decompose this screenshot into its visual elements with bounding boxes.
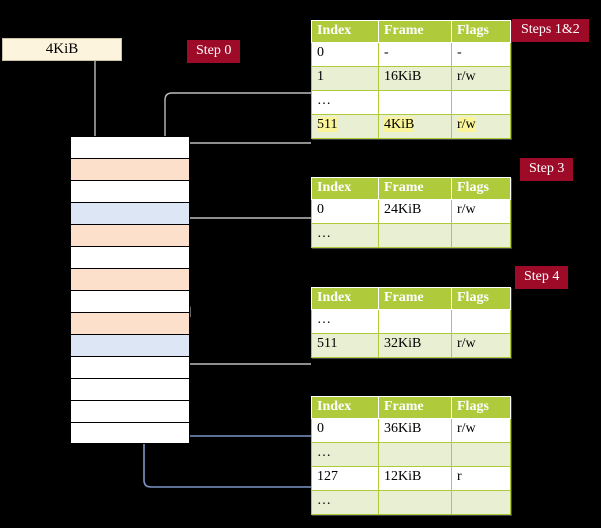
memory-frame-row — [70, 202, 190, 224]
memory-frame-row — [70, 312, 190, 334]
table-cell: … — [311, 90, 379, 115]
table-row: … — [311, 223, 511, 248]
memory-frame-row — [70, 290, 190, 312]
table-cell — [378, 309, 452, 334]
table-cell: … — [311, 442, 379, 467]
memory-frame-row — [70, 136, 190, 158]
frame-4kib-label: 4KiB — [45, 41, 79, 57]
table-cell — [378, 90, 452, 115]
step-badge-steps-1-2: Steps 1&2 — [512, 19, 589, 42]
table-cell: 36KiB — [378, 418, 452, 443]
table-cell: r — [451, 466, 511, 491]
column-header-flags: Flags — [451, 177, 511, 200]
table-cell: 511 — [311, 333, 379, 358]
table-cell: 0 — [311, 199, 379, 224]
column-header-frame: Frame — [378, 20, 452, 43]
step-badge-step-0: Step 0 — [187, 40, 241, 63]
table-row: … — [311, 490, 511, 515]
table-cell: 0 — [311, 42, 379, 67]
memory-frame-row — [70, 268, 190, 290]
memory-frame-row — [70, 180, 190, 202]
table-cell — [451, 442, 511, 467]
table-cell — [451, 309, 511, 334]
memory-frame-row — [70, 422, 190, 444]
column-header-index: Index — [311, 177, 379, 200]
column-header-index: Index — [311, 396, 379, 419]
table-cell — [451, 490, 511, 515]
table-row: 511 4KiB r/w — [311, 114, 511, 139]
column-header-flags: Flags — [451, 396, 511, 419]
table-cell: 511 — [311, 114, 379, 139]
memory-frame-row — [70, 224, 190, 246]
table-row: … — [311, 309, 511, 334]
table-cell: r/w — [451, 66, 511, 91]
memory-frame-row — [70, 378, 190, 400]
table-cell — [378, 223, 452, 248]
table-cell: 32KiB — [378, 333, 452, 358]
table-cell: … — [311, 309, 379, 334]
table-cell — [378, 442, 452, 467]
table-cell: r/w — [451, 199, 511, 224]
memory-row-tick — [56, 224, 69, 225]
highlighted-value: r/w — [457, 117, 476, 132]
table-cell: r/w — [451, 333, 511, 358]
step-badge-step-3: Step 3 — [520, 158, 574, 181]
table-cell: r/w — [451, 418, 511, 443]
table-row: … — [311, 90, 511, 115]
memory-frame-row — [70, 356, 190, 378]
table-cell: - — [451, 42, 511, 67]
column-header-flags: Flags — [451, 287, 511, 310]
table-cell: … — [311, 223, 379, 248]
step-badge-step-4: Step 4 — [515, 266, 569, 289]
memory-row-tick — [56, 158, 69, 159]
column-header-frame: Frame — [378, 396, 452, 419]
frame-4kib-box: 4KiB — [2, 38, 122, 61]
table-cell — [451, 223, 511, 248]
column-header-index: Index — [311, 20, 379, 43]
table-cell: - — [378, 42, 452, 67]
highlighted-value: 511 — [317, 117, 338, 132]
column-header-flags: Flags — [451, 20, 511, 43]
table-row: 0-- — [311, 42, 511, 67]
table-cell: 4KiB — [378, 114, 452, 139]
memory-frame-row — [70, 334, 190, 356]
memory-row-tick — [56, 180, 69, 181]
highlighted-value: 4KiB — [384, 117, 415, 132]
table-cell: 24KiB — [378, 199, 452, 224]
memory-frame-row — [70, 246, 190, 268]
memory-row-tick — [56, 136, 69, 137]
table-cell: r/w — [451, 114, 511, 139]
table-cell: 0 — [311, 418, 379, 443]
table-cell: 1 — [311, 66, 379, 91]
table-cell: 127 — [311, 466, 379, 491]
table-cell: 12KiB — [378, 466, 452, 491]
table-row: … — [311, 442, 511, 467]
table-cell: 16KiB — [378, 66, 452, 91]
column-header-index: Index — [311, 287, 379, 310]
memory-frame-row — [70, 158, 190, 180]
table-cell — [451, 90, 511, 115]
column-header-frame: Frame — [378, 287, 452, 310]
memory-frame-row — [70, 400, 190, 422]
table-cell: … — [311, 490, 379, 515]
memory-row-tick — [56, 312, 69, 313]
table-cell — [378, 490, 452, 515]
column-header-frame: Frame — [378, 177, 452, 200]
memory-row-tick — [56, 268, 69, 269]
